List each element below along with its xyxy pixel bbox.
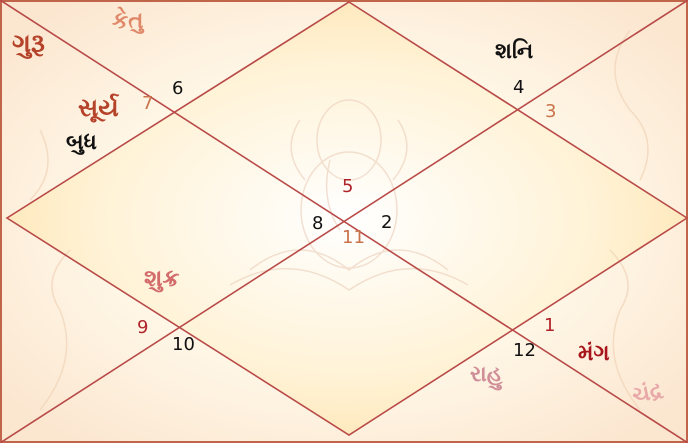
planet-label: મંગ xyxy=(578,341,610,366)
house-number-10: 10 xyxy=(172,334,195,355)
house-number-12: 12 xyxy=(513,340,536,361)
planet-label: શુક્ર xyxy=(144,264,180,292)
house-number-7: 7 xyxy=(142,93,153,114)
house-number-1: 1 xyxy=(544,315,555,336)
planet-label: સૂર્ય xyxy=(78,93,120,123)
planet-label: બુધ xyxy=(66,130,97,155)
house-number-9: 9 xyxy=(137,317,148,338)
house-number-2: 2 xyxy=(381,212,392,233)
house-number-8: 8 xyxy=(312,213,323,234)
house-number-6: 6 xyxy=(172,78,183,99)
planet-label: શનિ xyxy=(495,38,533,64)
planet-label: ગુરૂ xyxy=(12,29,45,59)
planet-label: રાહુ xyxy=(470,362,503,391)
house-number-5: 5 xyxy=(342,176,353,197)
planet-label: કેતુ xyxy=(112,6,145,35)
house-number-11: 11 xyxy=(342,227,365,248)
house-number-4: 4 xyxy=(513,77,524,98)
house-number-3: 3 xyxy=(545,101,556,122)
